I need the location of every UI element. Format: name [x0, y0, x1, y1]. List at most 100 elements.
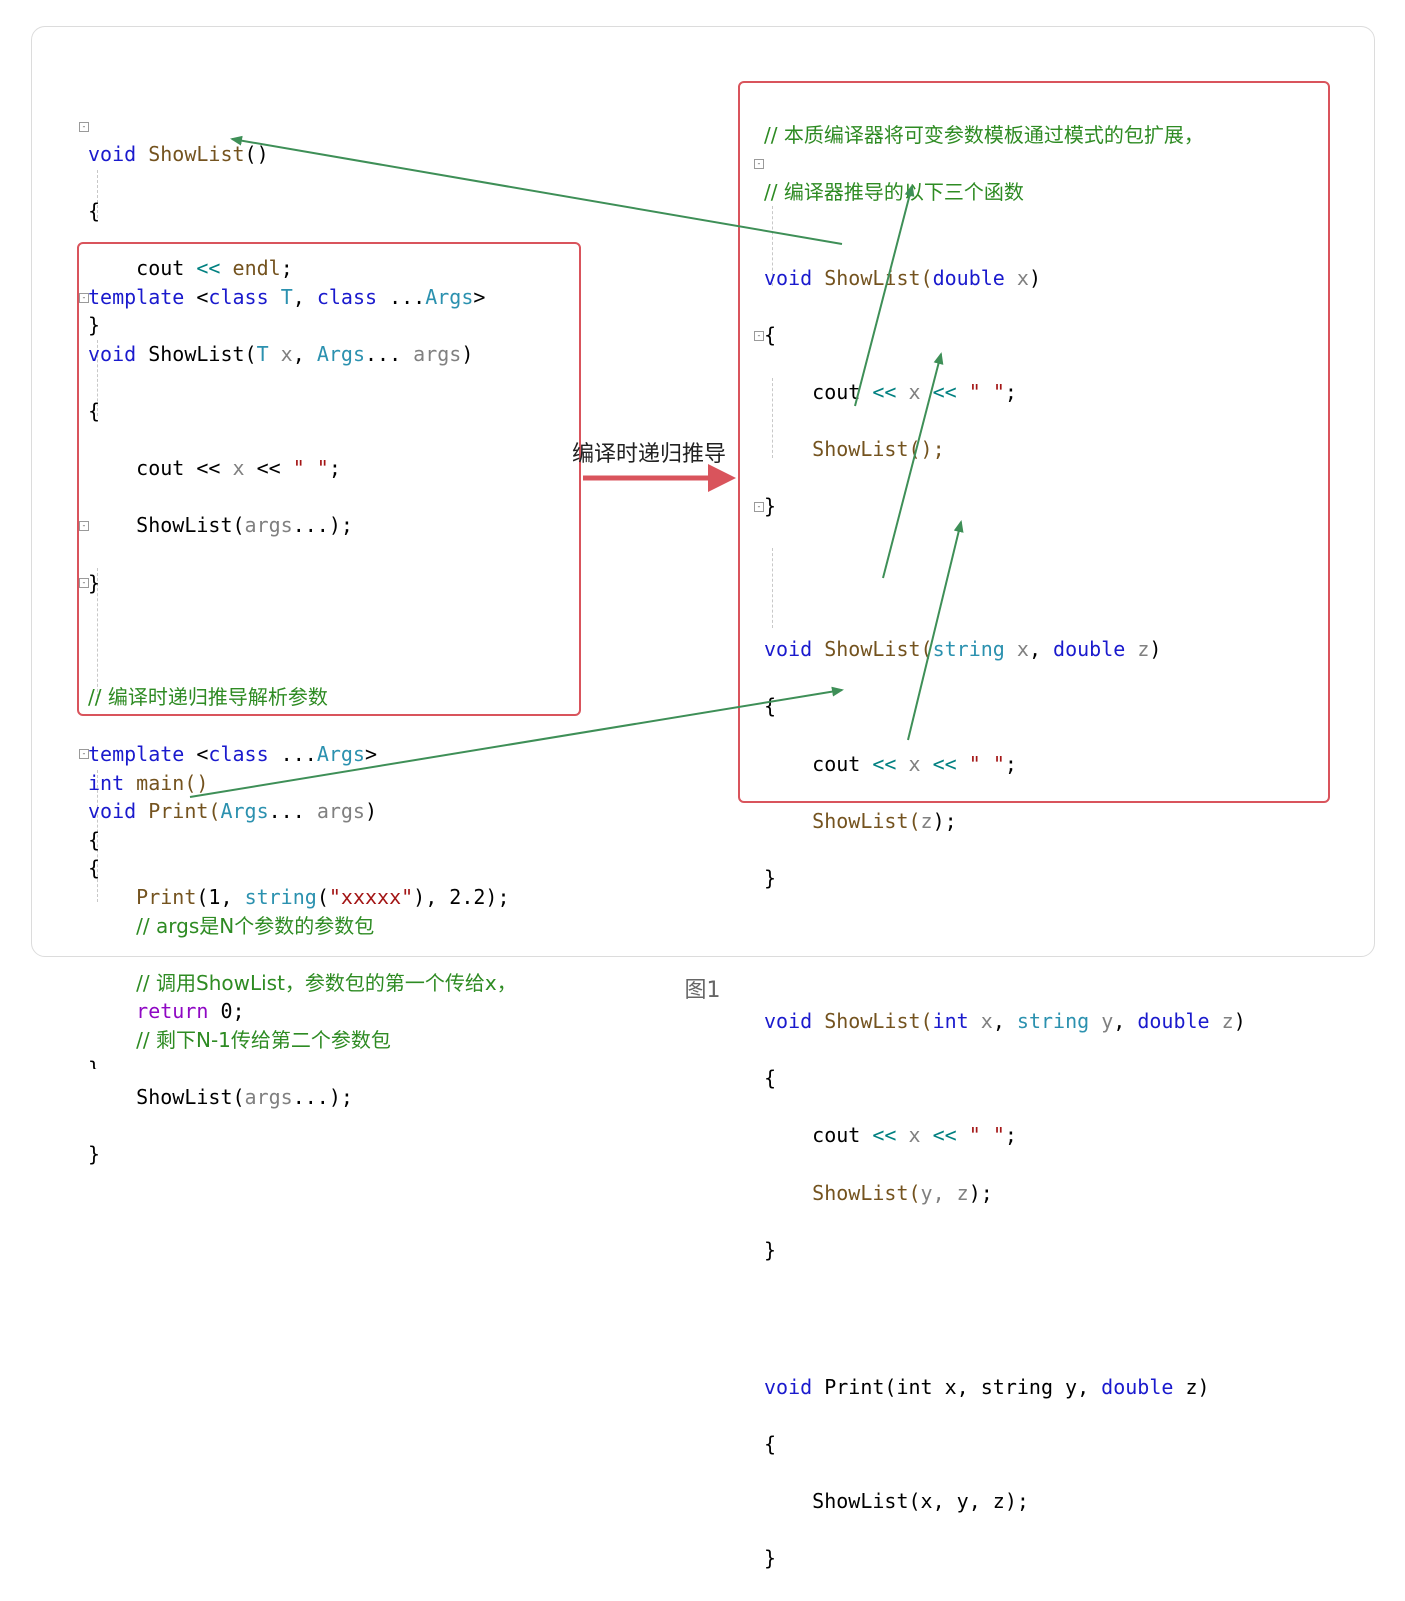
link-arrow [882, 352, 944, 579]
punctuation: , [292, 284, 317, 309]
parameter: y [1089, 1009, 1114, 1033]
type-name: Args [316, 341, 365, 366]
punctuation: ) [1233, 1009, 1246, 1033]
punctuation: < [184, 742, 209, 767]
fold-toggle[interactable]: - [79, 521, 89, 531]
operator: << [872, 1123, 897, 1148]
punctuation: ... [268, 742, 317, 767]
fold-toggle[interactable]: - [754, 502, 764, 512]
brace: } [88, 1142, 101, 1167]
indent-guide [97, 568, 98, 702]
keyword: void [764, 265, 813, 290]
brace: } [764, 494, 777, 519]
punctuation: (1, [196, 884, 245, 909]
expanded-code-box [738, 81, 1330, 803]
operator: << [872, 751, 897, 776]
type-name: Args [425, 284, 474, 309]
punctuation: > [473, 284, 486, 309]
type-name: double [1137, 1009, 1210, 1033]
brace: { [764, 1066, 777, 1091]
parameter: z [920, 808, 933, 833]
string-literal: " " [292, 456, 329, 481]
keyword: template [88, 742, 185, 767]
parameter: args [244, 513, 293, 538]
punctuation: , [1028, 637, 1054, 662]
type-name: Args [316, 742, 365, 767]
brace: } [764, 866, 777, 891]
type-name: string [932, 637, 1005, 662]
indent-guide [772, 378, 773, 458]
parameter: x [232, 456, 245, 481]
link-arrow [230, 135, 843, 245]
function-signature: Print(int x, string y, [812, 1374, 1102, 1399]
string-literal: " " [956, 379, 1005, 404]
fold-toggle[interactable]: - [79, 578, 89, 588]
compile-arrow [583, 464, 736, 492]
type-name: T [256, 341, 269, 366]
punctuation: < [184, 284, 209, 309]
identifier: cout [136, 255, 185, 280]
base-showlist-code: void ShowList() { cout << endl; } [88, 111, 293, 368]
brace: } [764, 1546, 777, 1571]
link-arrow [907, 520, 964, 741]
indent-guide [97, 340, 98, 416]
indent-guide [97, 770, 98, 902]
punctuation: ... [268, 799, 317, 824]
function-name: Print( [136, 799, 221, 824]
string-literal: " " [956, 751, 1005, 776]
link-arrow [189, 686, 844, 798]
fold-toggle[interactable]: - [754, 159, 764, 169]
function-name: ShowList( [812, 1009, 933, 1033]
brace: } [88, 1056, 101, 1069]
fold-toggle[interactable]: - [79, 293, 89, 303]
figure-caption: 图1 [684, 978, 721, 1003]
punctuation: ; [1004, 1123, 1017, 1148]
keyword: void [88, 799, 137, 824]
function-call: ShowList( [812, 808, 921, 833]
punctuation: ; [1004, 751, 1017, 776]
statement: cout << [136, 456, 233, 481]
comment: // 编译器推导的以下三个函数 [764, 179, 1024, 204]
parameter: args [401, 341, 462, 366]
brace: { [88, 827, 101, 852]
comment: // 本质编译器将可变参数模板通过模式的包扩展， [764, 122, 1204, 147]
parameter: x [896, 751, 933, 776]
type-name: string [1016, 1009, 1090, 1033]
type-name: Args [220, 799, 269, 824]
keyword: template [88, 284, 185, 309]
fold-toggle[interactable]: - [754, 331, 764, 341]
link-arrow [854, 184, 915, 407]
punctuation: ) [461, 341, 474, 366]
fold-toggle[interactable]: - [79, 749, 89, 759]
keyword: int [88, 770, 125, 795]
brace: { [764, 322, 777, 347]
parameter: args [316, 799, 365, 824]
parameter: z [1125, 637, 1150, 662]
keyword: class [208, 284, 269, 309]
keyword: class [208, 742, 269, 767]
comment: // 编译时递归推导解析参数 [88, 684, 328, 709]
punctuation: ) [1149, 637, 1162, 662]
brace: { [88, 398, 101, 423]
function-call: ShowList( [136, 513, 245, 538]
brace: { [88, 856, 101, 881]
operator: << [196, 255, 221, 280]
type-name: double [1053, 637, 1126, 662]
brace: } [88, 313, 101, 338]
punctuation: ; [1004, 379, 1017, 404]
parameter: x [968, 1009, 993, 1033]
comment: // 调用ShowList，参数包的第一个传给x， [136, 970, 517, 995]
operator: << [872, 379, 897, 404]
indent-guide [772, 206, 773, 286]
comment: // args是N个参数的参数包 [136, 913, 375, 938]
punctuation: ) [1028, 265, 1041, 290]
fold-toggle[interactable]: - [79, 122, 89, 132]
compile-time-label: 编译时递归推导 [572, 442, 727, 467]
template-code-box [77, 242, 581, 716]
operator: << [932, 1123, 957, 1148]
punctuation: , [292, 341, 317, 366]
punctuation: ); [968, 1180, 993, 1205]
brace: } [764, 1237, 777, 1262]
function-call: ShowList( [812, 1180, 921, 1205]
parameter: z) [1173, 1374, 1210, 1399]
